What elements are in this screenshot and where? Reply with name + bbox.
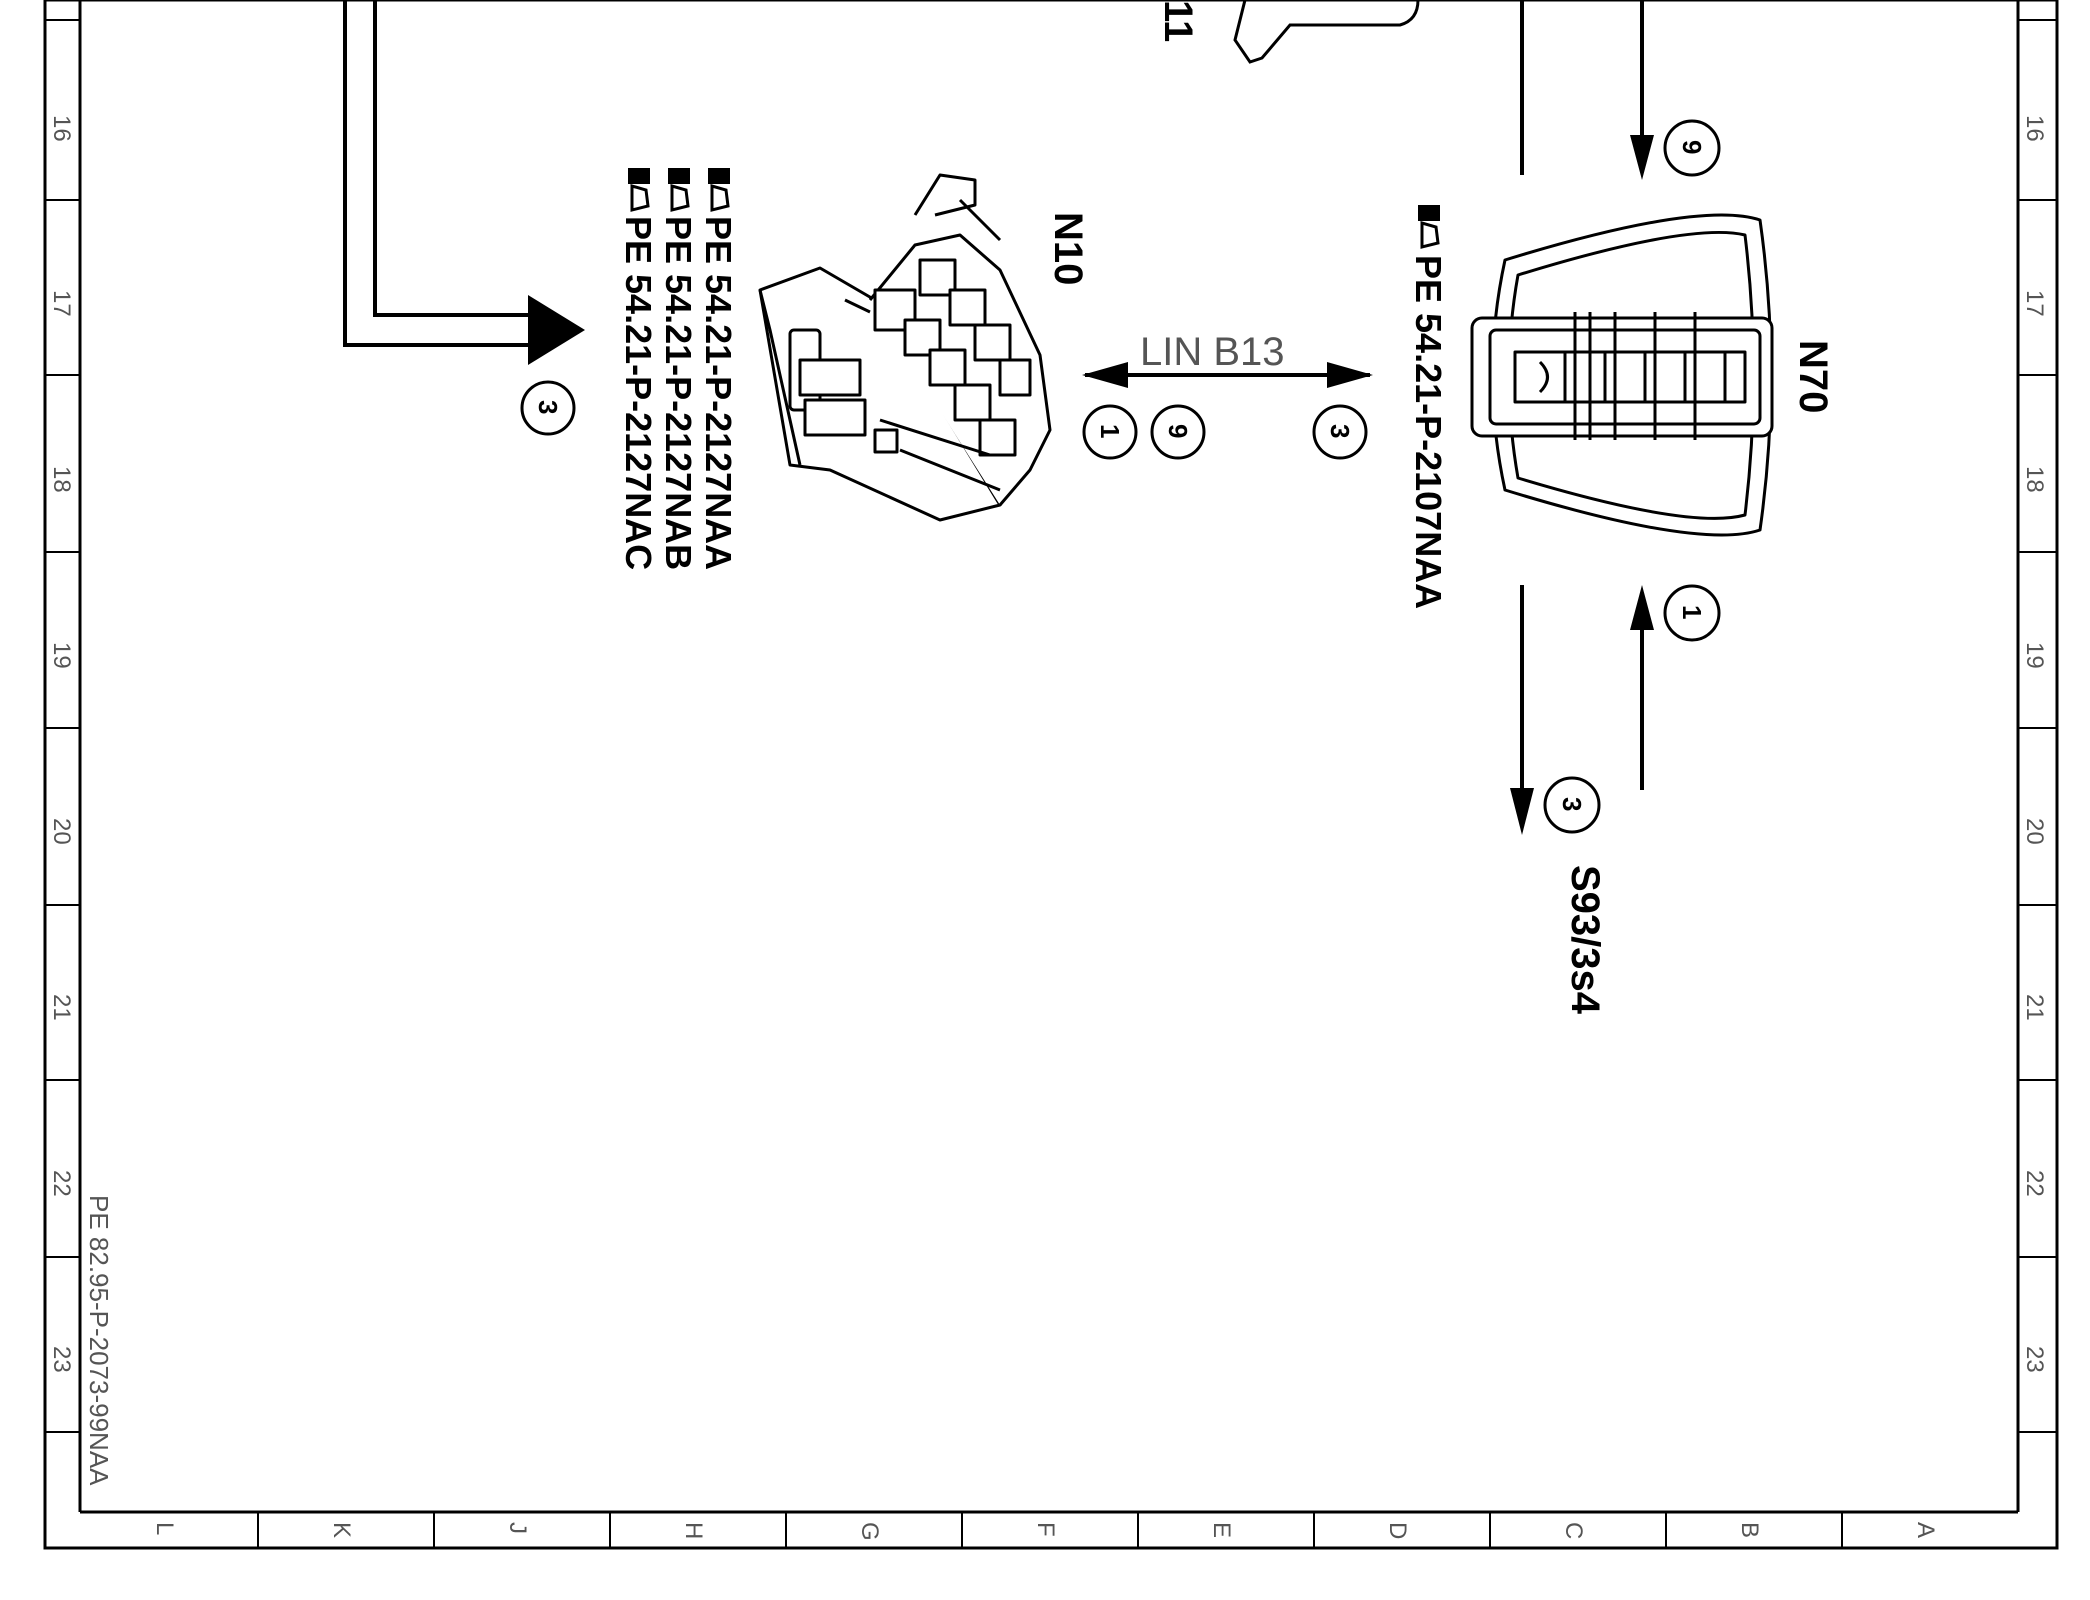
row-labels-right: 16 17 18 19 20 21 22 23 <box>2021 115 2048 1373</box>
column-label: D <box>1384 1522 1411 1539</box>
reference-note-icon <box>628 168 650 212</box>
row-label: 18 <box>2021 466 2048 493</box>
marker-number: 1 <box>1677 605 1707 619</box>
column-label: B <box>1736 1522 1763 1538</box>
marker-circle: 9 <box>1663 119 1721 177</box>
row-label: 22 <box>48 1170 75 1197</box>
marker-number: 3 <box>533 400 563 414</box>
s93-label: S93/3s4 <box>1563 865 1607 1015</box>
row-label: 16 <box>2021 115 2048 142</box>
drawing-frame <box>43 0 2059 1550</box>
overhead-control-panel-icon <box>1470 213 1774 537</box>
lin-bus-label: LIN B13 <box>1140 330 1285 374</box>
n10-reference: PE 54.21-P-2127NAB <box>658 216 699 570</box>
reference-note-icon <box>1418 205 1440 249</box>
partial-component-icon <box>1233 0 1420 64</box>
marker-number: 3 <box>1557 797 1587 811</box>
row-label: 16 <box>48 115 75 142</box>
row-label: 19 <box>48 642 75 669</box>
column-label: A <box>1912 1522 1939 1538</box>
row-label: 18 <box>48 466 75 493</box>
lin-bus-connection: LIN B13 <box>1082 330 1373 388</box>
n10-reference-list: PE 54.21-P-2127NAA PE 54.21-P-2127NAB PE… <box>618 168 739 570</box>
row-label: 23 <box>48 1346 75 1373</box>
column-label: G <box>856 1522 883 1541</box>
column-label: F <box>1032 1522 1059 1537</box>
marker-circle: 3 <box>520 380 576 436</box>
n10-reference: PE 54.21-P-2127NAA <box>698 216 739 570</box>
column-label: H <box>680 1522 707 1539</box>
marker-circle: 3 <box>1312 404 1368 460</box>
n70-reference: PE 54.21-P-2107NAA <box>1408 255 1449 609</box>
relay-module-icon <box>758 173 1052 522</box>
marker-circle: 1 <box>1082 404 1138 460</box>
row-label: 21 <box>2021 994 2048 1021</box>
row-label: 20 <box>2021 818 2048 845</box>
column-label: E <box>1208 1522 1235 1538</box>
n70-label: N70 <box>1791 340 1835 413</box>
document-number: PE 82.95-P-2073-99NAA <box>84 1195 114 1486</box>
row-label: 17 <box>2021 290 2048 317</box>
marker-number: 9 <box>1163 424 1193 438</box>
marker-number: 9 <box>1677 140 1707 154</box>
column-labels: L K J H G F E D C B A <box>151 1522 1939 1541</box>
column-label: J <box>504 1522 531 1534</box>
marker-number: 3 <box>1325 424 1355 438</box>
row-label: 17 <box>48 290 75 317</box>
row-label: 20 <box>48 818 75 845</box>
column-label: K <box>328 1522 355 1538</box>
marker-circle: 9 <box>1150 404 1206 460</box>
reference-note-icon <box>668 168 690 212</box>
row-label: 22 <box>2021 1170 2048 1197</box>
row-label: 23 <box>2021 1346 2048 1373</box>
partial-component-label: 11 <box>1156 0 1200 42</box>
input-path-arrow <box>343 0 585 365</box>
column-label: C <box>1560 1522 1587 1539</box>
marker-circle: 3 <box>1543 776 1601 834</box>
n10-label: N10 <box>1046 212 1090 285</box>
n10-reference: PE 54.21-P-2127NAC <box>618 216 659 570</box>
reference-note-icon <box>708 168 730 212</box>
marker-circle: 1 <box>1663 584 1721 642</box>
n70-signal-lines <box>1510 0 1654 835</box>
row-label: 19 <box>2021 642 2048 669</box>
marker-number: 1 <box>1095 424 1125 438</box>
row-label: 21 <box>48 994 75 1021</box>
column-label: L <box>151 1522 178 1535</box>
row-labels-left: 16 17 18 19 20 21 22 23 <box>48 115 75 1373</box>
